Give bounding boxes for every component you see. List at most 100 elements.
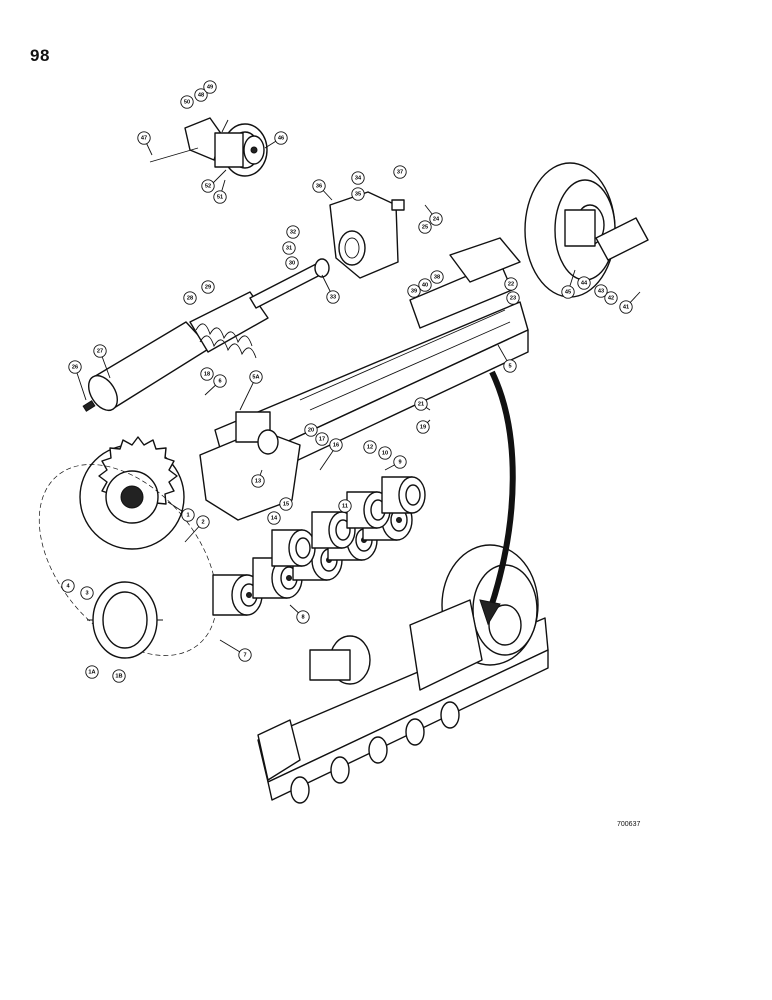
callout-text: 31 bbox=[286, 245, 292, 251]
callout-38: 38 bbox=[430, 270, 444, 284]
callout-30: 30 bbox=[285, 256, 299, 270]
callout-text: 32 bbox=[290, 229, 296, 235]
callout-24: 24 bbox=[429, 212, 443, 226]
assembled-roller bbox=[405, 718, 425, 746]
callout-text: 8 bbox=[301, 614, 304, 620]
callout-text: 17 bbox=[319, 436, 325, 442]
callout-35: 35 bbox=[351, 187, 365, 201]
track-roller bbox=[271, 529, 316, 567]
recoil-spring-assembly bbox=[82, 258, 330, 412]
assembled-roller bbox=[440, 701, 460, 729]
callout-text: 44 bbox=[581, 280, 588, 286]
callout-5a: 5A bbox=[249, 370, 263, 384]
page-number: 98 bbox=[30, 46, 50, 65]
callout-22: 22 bbox=[504, 277, 518, 291]
callout-text: 7 bbox=[243, 652, 246, 658]
callout-text: 29 bbox=[205, 284, 211, 290]
callout-26: 26 bbox=[68, 360, 82, 374]
callout-text: 21 bbox=[418, 401, 424, 407]
callout-13: 13 bbox=[251, 474, 265, 488]
callout-27: 27 bbox=[93, 344, 107, 358]
callout-3: 3 bbox=[80, 586, 94, 600]
callout-text: 43 bbox=[598, 288, 604, 294]
callout-text: 1B bbox=[115, 673, 122, 679]
callout-45: 45 bbox=[561, 285, 575, 299]
callout-8: 8 bbox=[296, 610, 310, 624]
callout-4: 4 bbox=[61, 579, 75, 593]
callout-5: 5 bbox=[503, 359, 517, 373]
assembled-roller bbox=[330, 756, 350, 784]
track-rollers bbox=[212, 476, 426, 616]
callout-text: 48 bbox=[198, 92, 204, 98]
callout-text: 25 bbox=[422, 224, 428, 230]
callout-text: 28 bbox=[187, 295, 193, 301]
callout-text: 1A bbox=[88, 669, 95, 675]
callout-text: 23 bbox=[510, 295, 516, 301]
callout-text: 14 bbox=[271, 515, 278, 521]
figure-code: 700637 bbox=[617, 821, 641, 828]
callout-25: 25 bbox=[418, 220, 432, 234]
assembled-roller bbox=[368, 736, 388, 764]
callout-text: 24 bbox=[433, 216, 440, 222]
callout-21: 21 bbox=[414, 397, 428, 411]
sprocket bbox=[38, 436, 218, 656]
callout-37: 37 bbox=[393, 165, 407, 179]
callout-text: 10 bbox=[382, 450, 388, 456]
callout-23: 23 bbox=[506, 291, 520, 305]
callout-43: 43 bbox=[594, 284, 608, 298]
callout-2: 2 bbox=[196, 515, 210, 529]
idler-wheel bbox=[449, 162, 649, 298]
bracket bbox=[329, 191, 405, 279]
callout-text: 47 bbox=[141, 135, 147, 141]
callout-52: 52 bbox=[201, 179, 215, 193]
callout-text: 9 bbox=[398, 459, 401, 465]
callout-text: 5 bbox=[508, 363, 511, 369]
callout-28: 28 bbox=[183, 291, 197, 305]
callout-text: 6 bbox=[218, 378, 221, 384]
carrier-roller-assembly bbox=[149, 117, 268, 185]
callout-text: 18 bbox=[204, 371, 210, 377]
curved-arrow bbox=[479, 370, 516, 626]
callout-41: 41 bbox=[619, 300, 633, 314]
callout-36: 36 bbox=[312, 179, 326, 193]
callout-48: 48 bbox=[194, 88, 208, 102]
callout-text: 40 bbox=[422, 282, 428, 288]
track-frame bbox=[199, 261, 529, 521]
callout-text: 42 bbox=[608, 295, 614, 301]
callout-text: 11 bbox=[342, 503, 348, 509]
callout-text: 12 bbox=[367, 444, 373, 450]
callout-text: 36 bbox=[316, 183, 322, 189]
callout-text: 26 bbox=[72, 364, 78, 370]
callout-text: 34 bbox=[355, 175, 362, 181]
callout-text: 41 bbox=[623, 304, 629, 310]
callout-12: 12 bbox=[363, 440, 377, 454]
callout-6: 6 bbox=[213, 374, 227, 388]
callout-labels: 11A1B23455A67891011121314151617181920212… bbox=[61, 80, 633, 683]
callout-text: 46 bbox=[278, 135, 284, 141]
callout-46: 46 bbox=[274, 131, 288, 145]
callout-text: 19 bbox=[420, 424, 426, 430]
callout-18: 18 bbox=[200, 367, 214, 381]
callout-text: 5A bbox=[252, 374, 259, 380]
hub bbox=[87, 581, 163, 659]
callout-39: 39 bbox=[407, 284, 421, 298]
track-roller bbox=[381, 476, 426, 514]
callout-text: 20 bbox=[308, 427, 314, 433]
callout-text: 35 bbox=[355, 191, 361, 197]
callout-7: 7 bbox=[238, 648, 252, 662]
callout-29: 29 bbox=[201, 280, 215, 294]
callout-32: 32 bbox=[286, 225, 300, 239]
callout-text: 3 bbox=[85, 590, 88, 596]
callout-text: 52 bbox=[205, 183, 211, 189]
callout-33: 33 bbox=[326, 290, 340, 304]
callout-text: 13 bbox=[255, 478, 261, 484]
callout-text: 37 bbox=[397, 169, 403, 175]
callout-1: 1 bbox=[181, 508, 195, 522]
callout-20: 20 bbox=[304, 423, 318, 437]
callout-text: 2 bbox=[201, 519, 204, 525]
callout-10: 10 bbox=[378, 446, 392, 460]
callout-16: 16 bbox=[329, 438, 343, 452]
callout-text: 30 bbox=[289, 260, 295, 266]
callout-text: 49 bbox=[207, 84, 213, 90]
